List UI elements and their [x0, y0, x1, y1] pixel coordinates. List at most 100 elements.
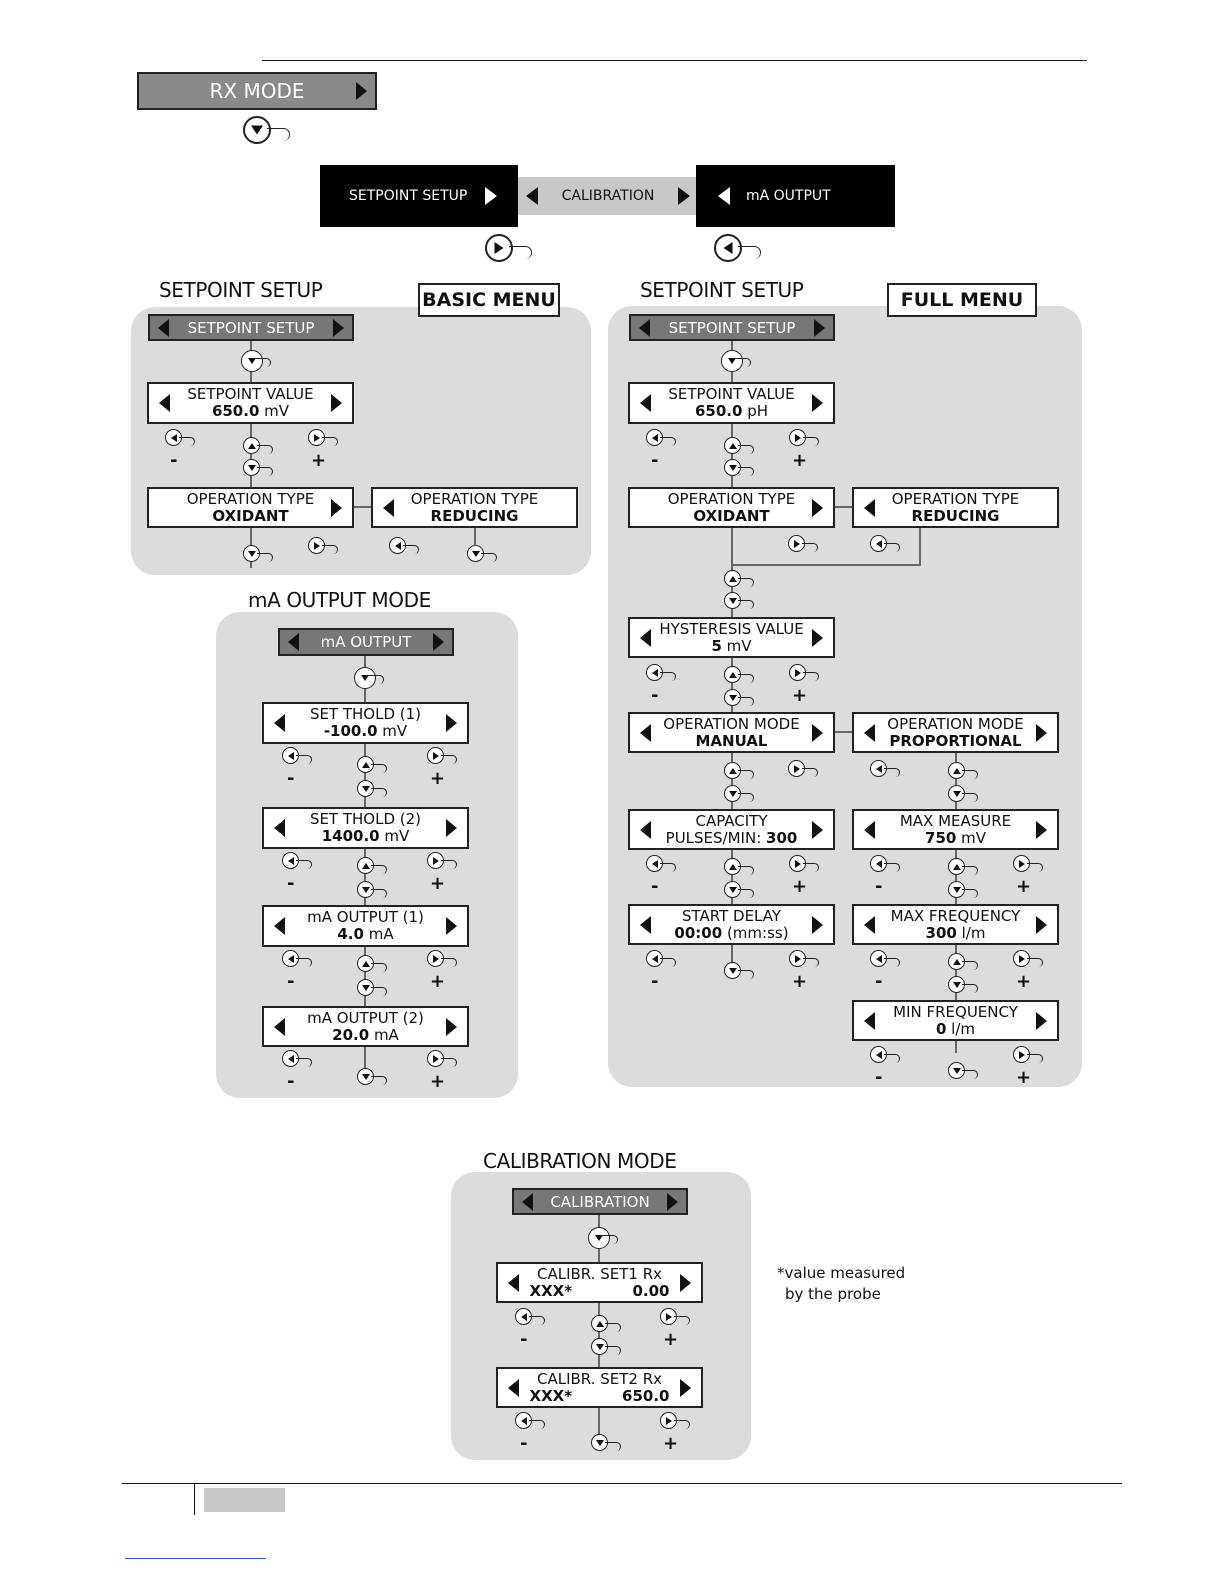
down-button-icon[interactable]: [357, 881, 387, 898]
calibr-set1-box[interactable]: CALIBR. SET1 Rx XXX*0.00: [496, 1262, 703, 1303]
left-button-icon[interactable]: [646, 950, 676, 967]
up-button-icon[interactable]: [357, 756, 387, 773]
full-optype-oxidant-box[interactable]: OPERATION TYPE OXIDANT: [628, 487, 835, 528]
down-button-icon[interactable]: [948, 881, 978, 898]
right-button-icon[interactable]: [427, 852, 457, 869]
right-button-icon[interactable]: [789, 950, 819, 967]
full-start-delay-box[interactable]: START DELAY 00:00 (mm:ss): [628, 904, 835, 945]
full-opmode-manual-box[interactable]: OPERATION MODE MANUAL: [628, 712, 835, 753]
right-button-icon[interactable]: [789, 664, 819, 681]
value-number: 750: [925, 828, 957, 847]
up-button-icon[interactable]: [948, 858, 978, 875]
nav-ma-output[interactable]: mA OUTPUT: [696, 165, 895, 227]
down-button-icon[interactable]: [724, 785, 754, 802]
right-button-icon[interactable]: [660, 1412, 690, 1429]
down-button-icon[interactable]: [724, 592, 754, 609]
right-button-icon[interactable]: [1013, 1046, 1043, 1063]
left-button-icon[interactable]: [870, 760, 900, 777]
left-button-icon[interactable]: [646, 664, 676, 681]
up-button-icon[interactable]: [724, 858, 754, 875]
right-button-icon[interactable]: [308, 429, 338, 446]
down-button-icon[interactable]: [724, 459, 754, 476]
down-button-icon[interactable]: [948, 976, 978, 993]
basic-optype-reducing-box[interactable]: OPERATION TYPE REDUCING: [371, 487, 578, 528]
up-button-icon[interactable]: [724, 437, 754, 454]
left-button-icon[interactable]: [870, 950, 900, 967]
down-button-icon[interactable]: [357, 979, 387, 996]
down-button-icon[interactable]: [591, 1338, 621, 1355]
left-button-icon[interactable]: [389, 537, 419, 554]
up-button-icon[interactable]: [357, 955, 387, 972]
right-button-icon[interactable]: [308, 537, 338, 554]
right-button-icon[interactable]: [427, 1050, 457, 1067]
ma-thold1-box[interactable]: SET THOLD (1) -100.0 mV: [262, 702, 469, 744]
right-button-icon[interactable]: [485, 234, 532, 262]
right-button-icon[interactable]: [427, 950, 457, 967]
ma-thold2-box[interactable]: SET THOLD (2) 1400.0 mV: [262, 807, 469, 849]
up-button-icon[interactable]: [948, 953, 978, 970]
down-button-icon[interactable]: [588, 1227, 618, 1249]
left-button-icon[interactable]: [515, 1412, 545, 1429]
down-button-icon[interactable]: [243, 459, 273, 476]
full-menu-panel: [608, 306, 1082, 1087]
up-button-icon[interactable]: [724, 570, 754, 587]
left-button-icon[interactable]: [870, 535, 900, 552]
left-button-icon[interactable]: [646, 429, 676, 446]
left-button-icon[interactable]: [515, 1308, 545, 1325]
left-button-icon[interactable]: [282, 950, 312, 967]
right-button-icon[interactable]: [427, 747, 457, 764]
left-button-icon[interactable]: [282, 747, 312, 764]
left-button-icon[interactable]: [870, 1046, 900, 1063]
nav-setpoint-setup[interactable]: SETPOINT SETUP: [320, 165, 518, 227]
left-button-icon[interactable]: [282, 852, 312, 869]
right-button-icon[interactable]: [1013, 855, 1043, 872]
left-button-icon[interactable]: [870, 855, 900, 872]
down-button-icon[interactable]: [948, 1062, 978, 1079]
left-button-icon[interactable]: [714, 234, 761, 262]
left-button-icon[interactable]: [282, 1050, 312, 1067]
left-button-icon[interactable]: [646, 855, 676, 872]
full-setpoint-value-box[interactable]: SETPOINT VALUE 650.0 pH: [628, 382, 835, 424]
down-button-icon[interactable]: [591, 1434, 621, 1451]
full-capacity-box[interactable]: CAPACITY PULSES/MIN: 300: [628, 809, 835, 850]
right-button-icon[interactable]: [788, 760, 818, 777]
right-button-icon[interactable]: [1013, 950, 1043, 967]
down-button-icon[interactable]: [724, 881, 754, 898]
full-min-frequency-box[interactable]: MIN FREQUENCY 0 l/m: [852, 1000, 1059, 1041]
up-button-icon[interactable]: [243, 437, 273, 454]
right-button-icon[interactable]: [788, 535, 818, 552]
up-button-icon[interactable]: [357, 857, 387, 874]
ma-output1-box[interactable]: mA OUTPUT (1) 4.0 mA: [262, 905, 469, 947]
full-hysteresis-box[interactable]: HYSTERESIS VALUE 5 mV: [628, 617, 835, 658]
down-button-icon[interactable]: [724, 962, 754, 979]
down-button-icon[interactable]: [948, 785, 978, 802]
nav-calibration[interactable]: CALIBRATION: [518, 177, 696, 215]
down-button-icon[interactable]: [721, 350, 751, 372]
down-button-icon[interactable]: [243, 545, 273, 562]
calibr-set2-box[interactable]: CALIBR. SET2 Rx XXX*650.0: [496, 1367, 703, 1408]
down-button-icon[interactable]: [357, 780, 387, 797]
down-button-icon[interactable]: [467, 545, 497, 562]
up-button-icon[interactable]: [724, 666, 754, 683]
full-optype-reducing-box[interactable]: OPERATION TYPE REDUCING: [852, 487, 1059, 528]
down-button-icon[interactable]: [354, 667, 384, 689]
basic-setpoint-value-box[interactable]: SETPOINT VALUE 650.0 mV: [147, 382, 354, 424]
full-opmode-proportional-box[interactable]: OPERATION MODE PROPORTIONAL: [852, 712, 1059, 753]
full-max-frequency-box[interactable]: MAX FREQUENCY 300 l/m: [852, 904, 1059, 945]
up-button-icon[interactable]: [591, 1315, 621, 1332]
down-button-icon[interactable]: [724, 689, 754, 706]
right-button-icon[interactable]: [789, 855, 819, 872]
down-button-icon[interactable]: [241, 350, 271, 372]
down-button-icon[interactable]: [243, 116, 290, 144]
right-button-icon[interactable]: [789, 429, 819, 446]
box-title: CALIBR. SET1 Rx: [536, 1264, 662, 1283]
ma-output2-box[interactable]: mA OUTPUT (2) 20.0 mA: [262, 1006, 469, 1047]
basic-optype-oxidant-box[interactable]: OPERATION TYPE OXIDANT: [147, 487, 354, 528]
connector-line: [955, 753, 957, 1053]
down-button-icon[interactable]: [357, 1068, 387, 1085]
left-button-icon[interactable]: [165, 429, 195, 446]
right-button-icon[interactable]: [660, 1308, 690, 1325]
up-button-icon[interactable]: [948, 762, 978, 779]
full-max-measure-box[interactable]: MAX MEASURE 750 mV: [852, 809, 1059, 850]
up-button-icon[interactable]: [724, 762, 754, 779]
